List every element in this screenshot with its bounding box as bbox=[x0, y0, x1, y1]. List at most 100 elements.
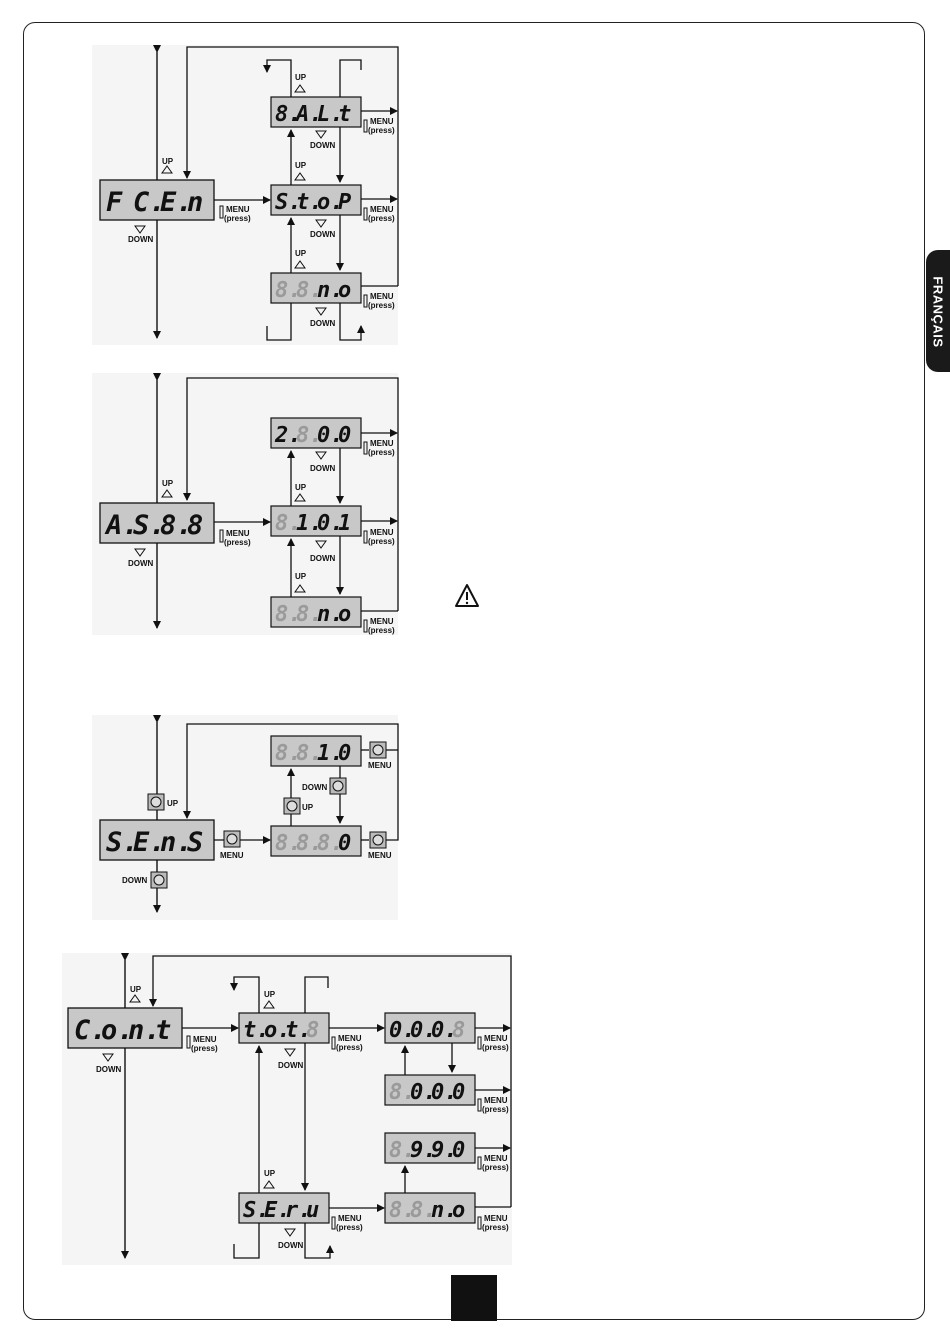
display-digit: P bbox=[338, 190, 351, 215]
display-digit: t bbox=[155, 1015, 171, 1046]
display-digit: A. bbox=[104, 510, 139, 541]
display-digit: E. bbox=[264, 1198, 291, 1223]
down-label: DOWN bbox=[122, 876, 148, 885]
display-digit: 0. bbox=[410, 1018, 437, 1043]
up-triangle-icon bbox=[294, 260, 306, 269]
down-triangle-icon bbox=[102, 1053, 114, 1062]
display-digit: A. bbox=[294, 102, 323, 127]
display-digit: 0. bbox=[389, 1018, 416, 1043]
down-triangle-icon bbox=[315, 540, 327, 549]
language-tab bbox=[926, 250, 950, 372]
press-label: (press) bbox=[336, 1043, 363, 1052]
value-display: 8. 9. 9. 0 bbox=[384, 1132, 476, 1164]
display-digit: 0. bbox=[410, 1080, 437, 1105]
display-digit: 0 bbox=[338, 741, 351, 766]
display-digit: 0 bbox=[452, 1080, 465, 1105]
display-digit: o. bbox=[317, 190, 344, 215]
up-triangle-icon bbox=[294, 84, 306, 93]
press-label: (press) bbox=[482, 1163, 509, 1172]
down-triangle-icon bbox=[284, 1048, 296, 1057]
menu-label: MENU bbox=[370, 528, 394, 537]
menu-label: MENU bbox=[220, 851, 244, 860]
display-digit: 9. bbox=[431, 1138, 458, 1163]
menu-label: MENU bbox=[370, 617, 394, 626]
display-digit: 0 bbox=[338, 831, 351, 856]
menu-label: MENU bbox=[338, 1214, 362, 1223]
display-digit: C. bbox=[74, 1015, 107, 1046]
up-label: UP bbox=[302, 803, 314, 812]
display-digit: 8. bbox=[296, 602, 323, 627]
menu-button-icon bbox=[363, 207, 368, 221]
menu-button-icon bbox=[477, 1216, 482, 1230]
page-number-box bbox=[451, 1275, 497, 1321]
display-digit: 8. bbox=[296, 423, 323, 448]
down-label: DOWN bbox=[302, 783, 328, 792]
menu-button-icon bbox=[186, 1035, 191, 1049]
display-digit: t. bbox=[296, 190, 323, 215]
press-label: (press) bbox=[368, 126, 395, 135]
menu-button-icon bbox=[219, 205, 224, 219]
up-triangle-icon bbox=[161, 489, 173, 498]
diagram-3: S. E. n. S UP DOWN MENU 8. 8. 1. 0 bbox=[92, 715, 399, 920]
display-digit: o. bbox=[264, 1018, 291, 1043]
display-digit: 1. bbox=[317, 741, 344, 766]
push-button-icon bbox=[329, 777, 347, 795]
down-label: DOWN bbox=[310, 319, 336, 328]
up-triangle-icon bbox=[263, 1000, 275, 1009]
display-digit: 0 bbox=[338, 423, 351, 448]
up-triangle-icon bbox=[294, 172, 306, 181]
menu-label: MENU bbox=[484, 1154, 508, 1163]
press-label: (press) bbox=[482, 1105, 509, 1114]
main-display: S. E. n. S bbox=[99, 819, 215, 861]
menu-label: MENU bbox=[226, 529, 250, 538]
menu-label: MENU bbox=[193, 1035, 217, 1044]
option-display: 8. 8. n. o bbox=[270, 272, 362, 304]
up-label: UP bbox=[162, 479, 174, 488]
option-display: 8. 8. 8. 0 bbox=[270, 825, 362, 857]
display-digit: 8. bbox=[275, 831, 302, 856]
menu-label: MENU bbox=[370, 117, 394, 126]
display-digit: n. bbox=[160, 827, 193, 858]
display-digit: n. bbox=[317, 278, 344, 303]
display-digit: 2. bbox=[274, 423, 302, 448]
display-digit: 0. bbox=[431, 1018, 458, 1043]
display-digit: F bbox=[106, 187, 123, 218]
down-label: DOWN bbox=[128, 559, 154, 568]
menu-button-icon bbox=[363, 119, 368, 133]
display-digit: E. bbox=[133, 827, 166, 858]
display-digit: 8. bbox=[160, 510, 193, 541]
diagram-4: C. o. n. t UP DOWN MENU (press) t. o. t.… bbox=[62, 953, 512, 1265]
menu-button-icon bbox=[331, 1216, 336, 1230]
menu-label: MENU bbox=[484, 1214, 508, 1223]
menu-button-icon bbox=[363, 530, 368, 544]
display-digit: 8. bbox=[296, 741, 323, 766]
down-label: DOWN bbox=[310, 141, 336, 150]
press-label: (press) bbox=[224, 538, 251, 547]
menu-label: MENU bbox=[226, 205, 250, 214]
display-digit: 9. bbox=[410, 1138, 437, 1163]
display-digit: o bbox=[452, 1198, 465, 1223]
display-digit: 8. bbox=[389, 1138, 416, 1163]
display-digit: 8. bbox=[296, 278, 323, 303]
main-display: F C. E. n bbox=[99, 179, 215, 221]
diagram-1: F C. E. n UP DOWN MENU (press) 8. A. L. … bbox=[92, 45, 399, 345]
up-label: UP bbox=[264, 990, 276, 999]
menu-label: MENU bbox=[484, 1034, 508, 1043]
up-label: UP bbox=[295, 249, 307, 258]
up-triangle-icon bbox=[294, 493, 306, 502]
display-digit: 8. bbox=[275, 278, 302, 303]
option-display: 8. 8. 1. 0 bbox=[270, 735, 362, 767]
push-button-icon bbox=[369, 831, 387, 849]
press-label: (press) bbox=[224, 214, 251, 223]
display-digit: C. bbox=[133, 187, 166, 218]
up-label: UP bbox=[295, 483, 307, 492]
display-digit: 1. bbox=[296, 511, 323, 536]
display-digit: r. bbox=[285, 1198, 312, 1223]
option-display: 8. 1. 0. 1 bbox=[270, 505, 362, 537]
up-label: UP bbox=[167, 799, 179, 808]
display-digit: n. bbox=[128, 1015, 161, 1046]
menu-button-icon bbox=[219, 529, 224, 543]
down-triangle-icon bbox=[315, 307, 327, 316]
menu-label: MENU bbox=[370, 292, 394, 301]
